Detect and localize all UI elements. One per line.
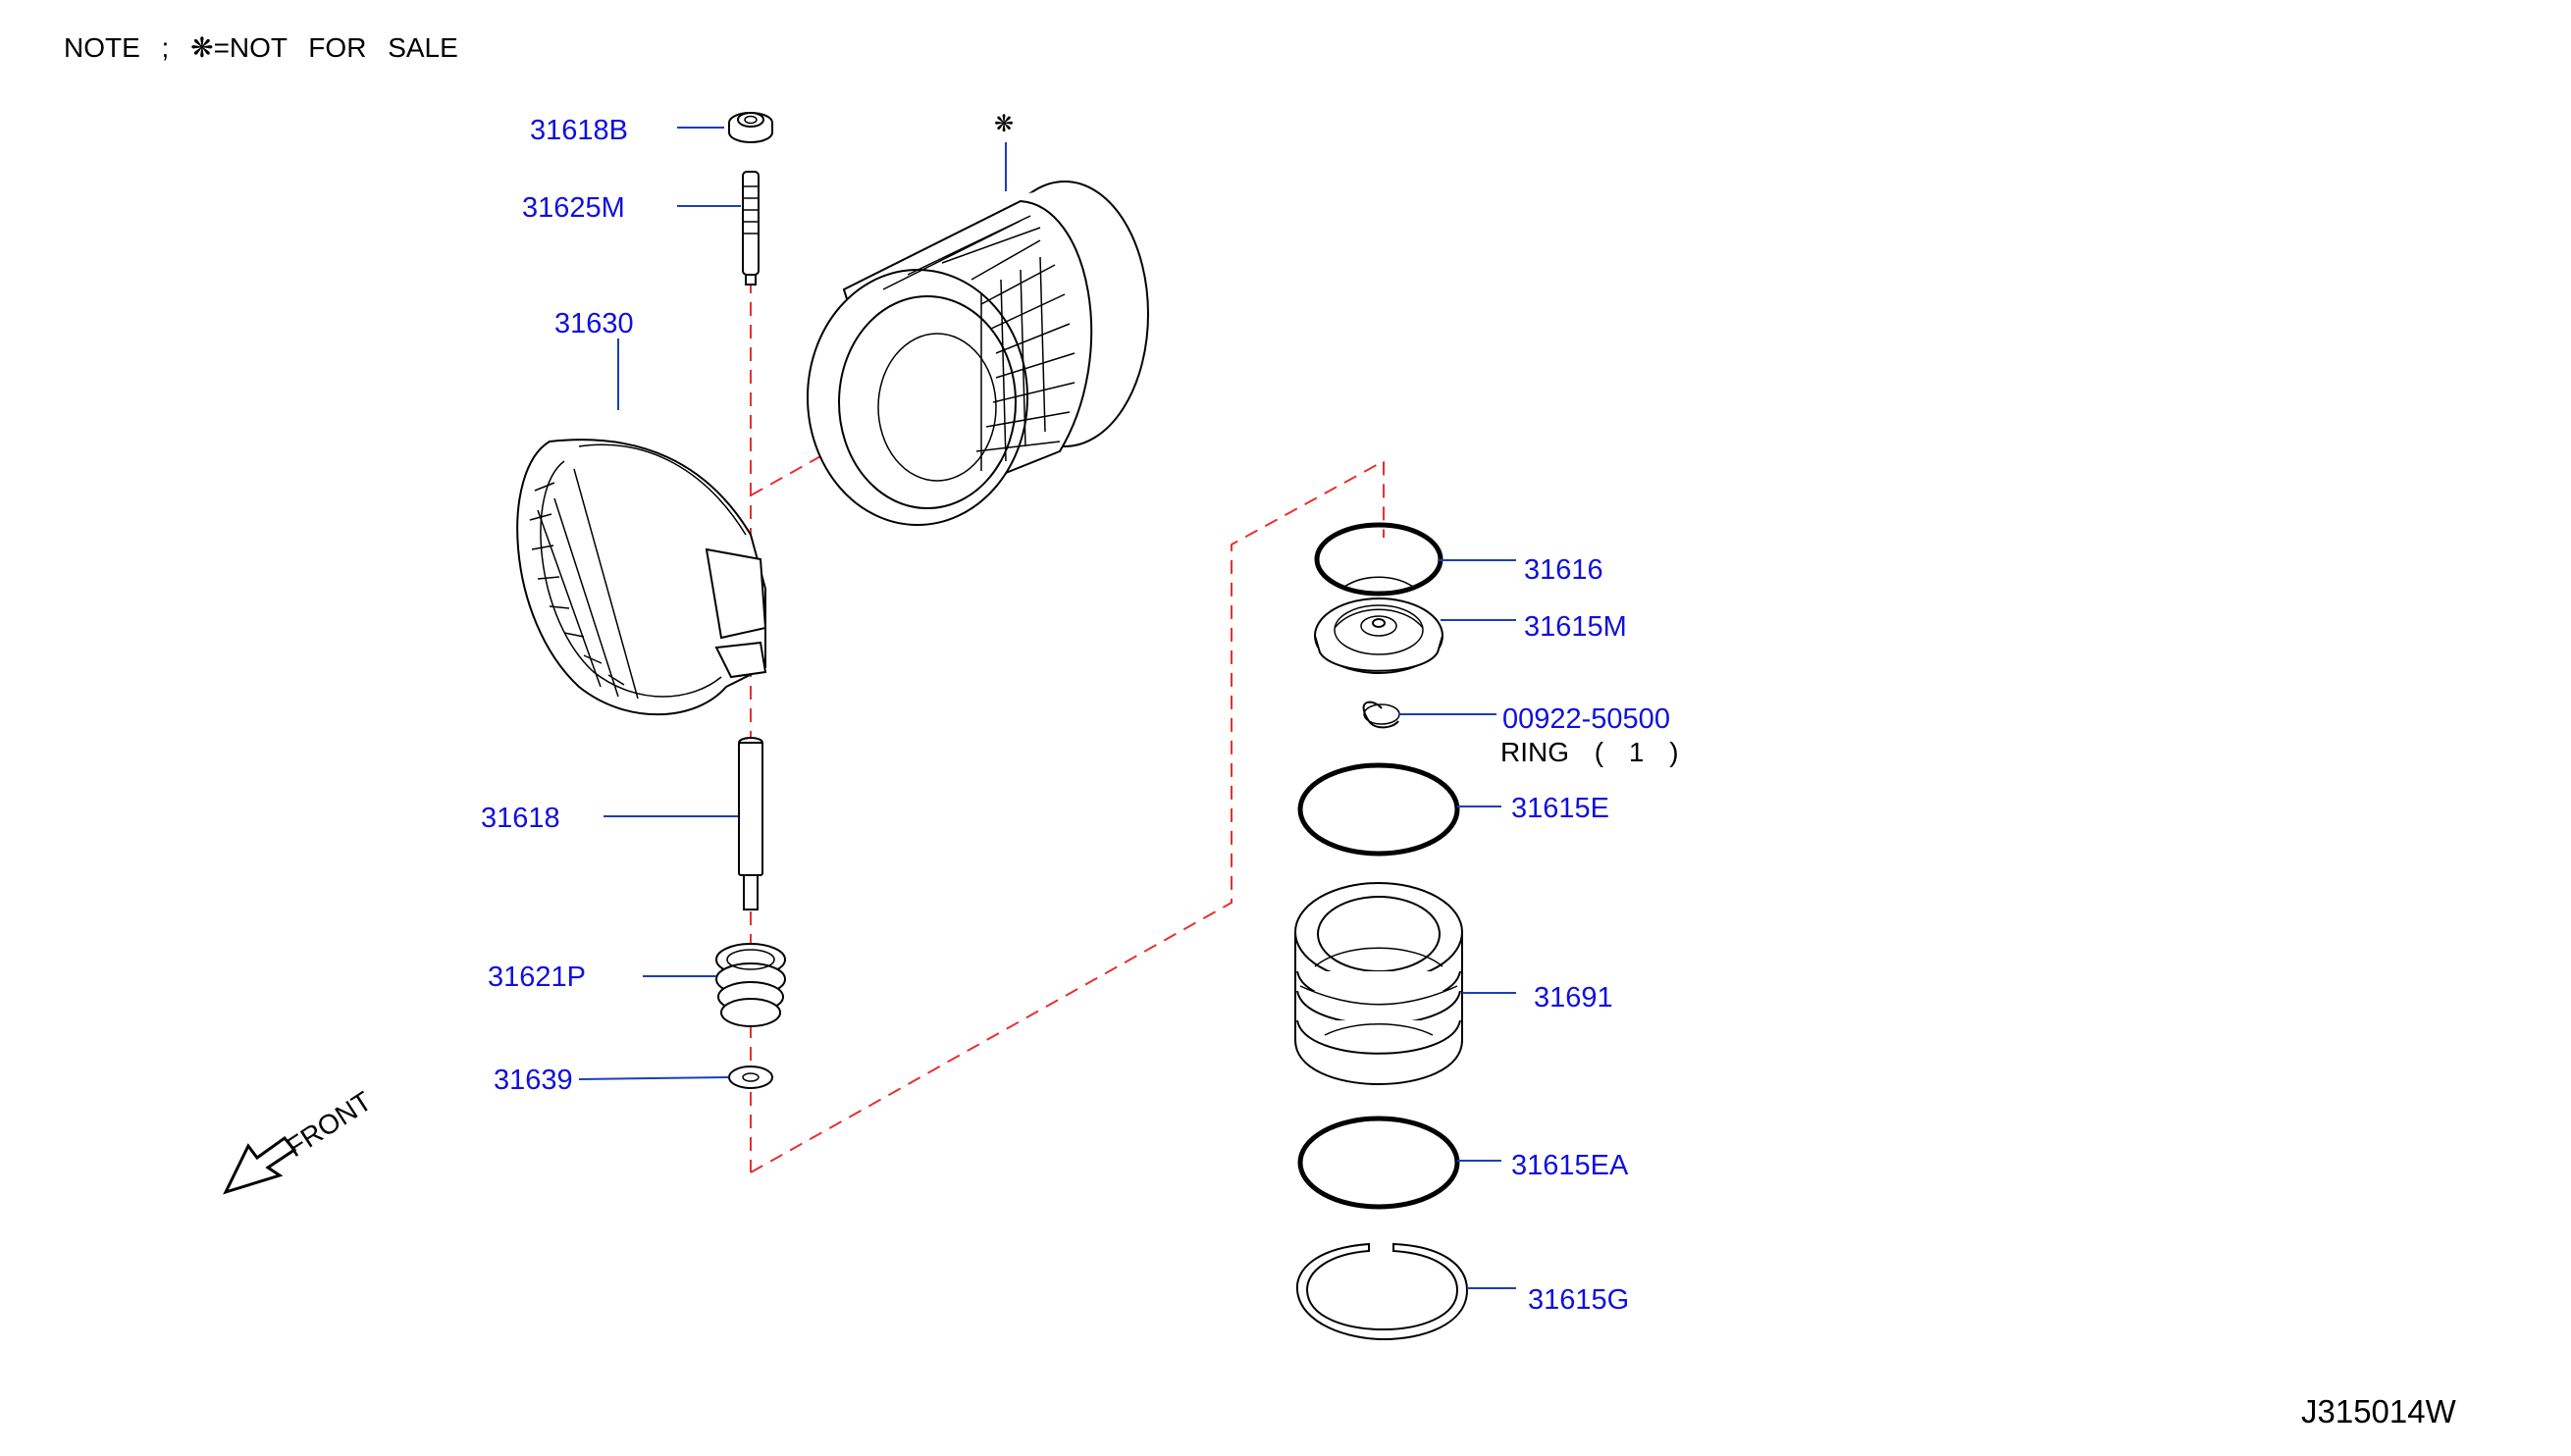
not-for-sale-marker: ❋ (994, 111, 1014, 191)
label-31615G[interactable]: 31615G (1528, 1284, 1629, 1316)
not-for-sale-symbol-icon: ❋ (994, 111, 1014, 137)
label-31639[interactable]: 31639 (494, 1065, 573, 1096)
part-31615E-seal[interactable] (1297, 762, 1460, 857)
part-31625M-stud[interactable] (742, 171, 760, 286)
label-31616[interactable]: 31616 (1524, 554, 1603, 586)
label-31621P[interactable]: 31621P (488, 962, 586, 993)
label-00922-50500[interactable]: 00922-50500 (1502, 703, 1670, 735)
label-31615EA[interactable]: 31615EA (1511, 1150, 1629, 1181)
part-31618B-nut[interactable] (728, 112, 773, 143)
part-31615EA-seal[interactable] (1297, 1116, 1460, 1210)
front-label: FRONT (281, 1086, 377, 1164)
note-text: NOTE ; ❋=NOT FOR SALE (64, 32, 458, 63)
part-31615M-piston[interactable] (1314, 598, 1443, 674)
part-31616-oring[interactable] (1314, 522, 1443, 597)
label-31618[interactable]: 31618 (481, 803, 560, 834)
part-00922-50500-ring[interactable] (1362, 701, 1400, 729)
part-31630-band[interactable] (516, 439, 767, 716)
part-31691-stack[interactable] (1294, 882, 1463, 1085)
label-31630[interactable]: 31630 (554, 308, 634, 339)
label-31615E[interactable]: 31615E (1511, 793, 1609, 824)
label-ring-qty: RING ( 1 ) (1500, 737, 1679, 767)
diagram-id: J315014W (2301, 1393, 2457, 1430)
part-31615G-retainer[interactable] (1295, 1242, 1469, 1341)
leader-lines (578, 127, 1516, 1289)
label-31618B[interactable]: 31618B (530, 115, 628, 146)
label-31691[interactable]: 31691 (1534, 982, 1613, 1014)
part-31618-pin[interactable] (738, 737, 763, 910)
part-31639-washer[interactable] (728, 1066, 773, 1089)
label-31625M[interactable]: 31625M (522, 192, 625, 224)
part-31621P-spring[interactable] (715, 943, 786, 1027)
front-indicator: FRONT (223, 1086, 377, 1195)
label-31615M[interactable]: 31615M (1524, 611, 1627, 643)
part-drum-not-for-sale[interactable] (807, 181, 1149, 526)
front-arrow-icon (223, 1135, 297, 1195)
